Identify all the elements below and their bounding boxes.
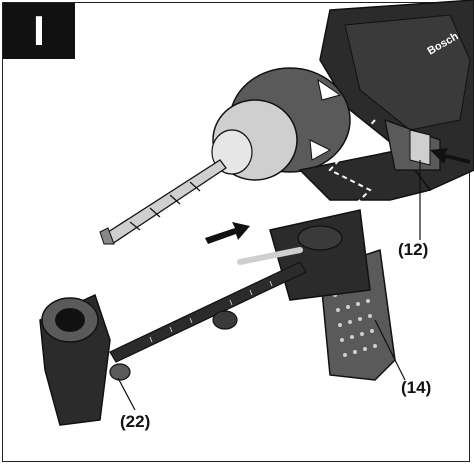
drill-bit [99,159,227,245]
depth-stop [328,118,441,231]
dust-collector [39,293,131,426]
step-badge: I [3,3,75,59]
callout-handle: (14) [401,378,432,397]
callout-dust-collector: (22) [120,412,151,431]
callout-depth-stop: (12) [398,240,429,259]
insert-arrow-left [205,222,250,244]
insert-arrow-right [430,148,470,164]
telescopic-rod [109,261,307,363]
